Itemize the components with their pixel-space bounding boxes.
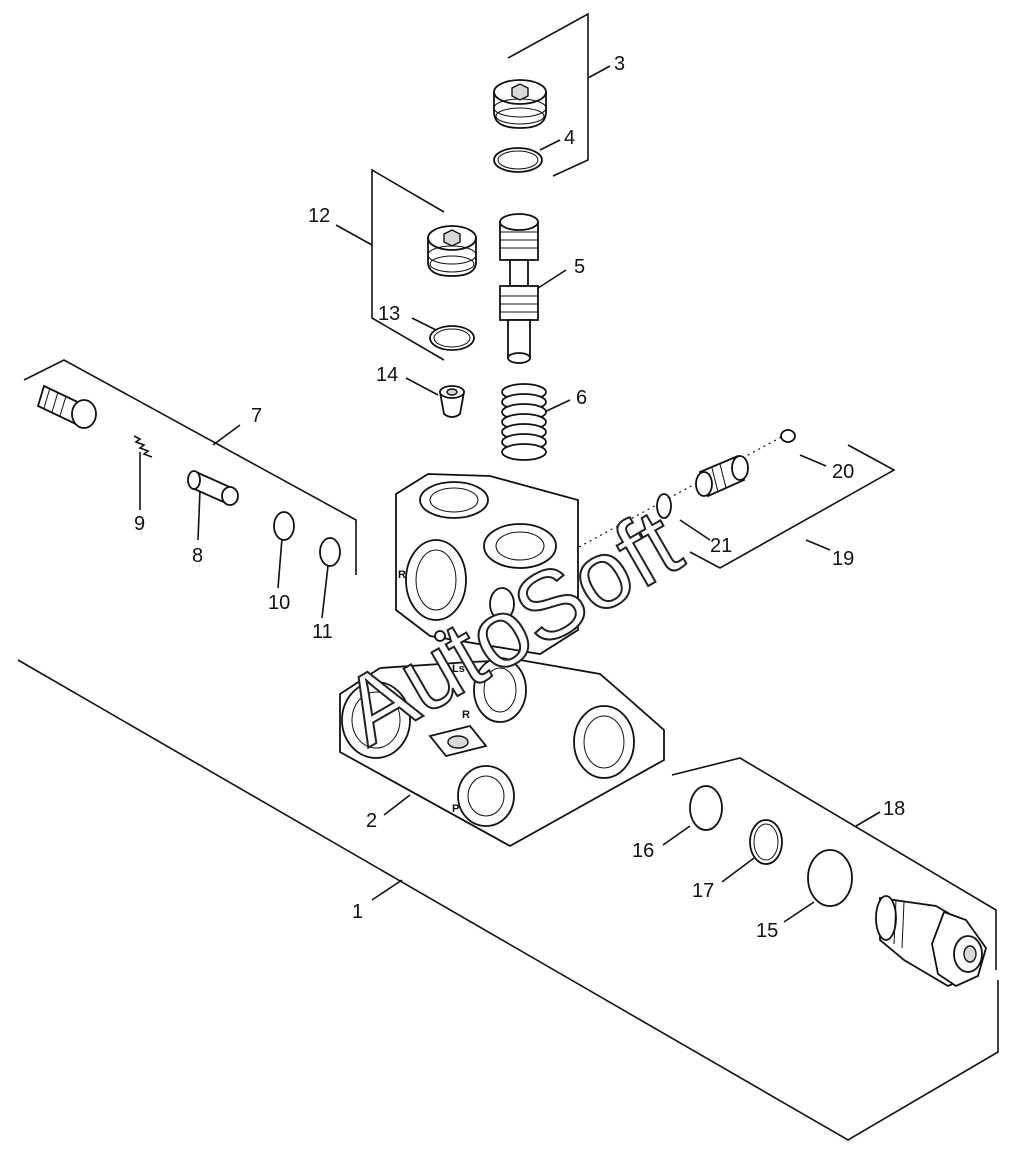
callout-1: 1 — [352, 901, 363, 923]
callout-21: 21 — [710, 535, 732, 557]
leader-lines — [139, 65, 881, 923]
plug-part-12 — [427, 225, 477, 277]
callout-4: 4 — [564, 127, 575, 149]
group-bracket-3 — [507, 12, 589, 177]
callout-18: 18 — [883, 798, 905, 820]
group-bracket-1 — [17, 659, 999, 1141]
callout-3: 3 — [614, 53, 625, 75]
ring-part-21 — [656, 493, 672, 519]
callout-16: 16 — [632, 840, 654, 862]
poppet-part-8 — [187, 470, 239, 506]
fitting-part-19 — [695, 454, 749, 498]
callout-13: 13 — [378, 303, 400, 325]
housing-part-7 — [36, 384, 97, 429]
ring-part-10 — [273, 511, 295, 541]
spool-part-5 — [499, 213, 539, 364]
callout-8: 8 — [192, 545, 203, 567]
ring-part-20 — [780, 429, 796, 443]
callout-20: 20 — [832, 461, 854, 483]
port-label-ls: Ls — [452, 663, 465, 675]
port-label-r: R — [462, 709, 470, 721]
callout-10: 10 — [268, 592, 290, 614]
callout-9: 9 — [134, 513, 145, 535]
callout-15: 15 — [756, 920, 778, 942]
group-bracket-7 — [23, 359, 357, 575]
orifice-part-14 — [438, 385, 466, 418]
relief-valve-part-18 — [875, 895, 987, 988]
callout-7: 7 — [251, 405, 262, 427]
callout-11: 11 — [312, 621, 333, 643]
spring-part-9 — [133, 435, 153, 458]
callout-14: 14 — [376, 364, 398, 386]
group-bracket-19 — [689, 444, 896, 569]
callout-12: 12 — [308, 205, 330, 227]
callout-6: 6 — [576, 387, 587, 409]
callout-17: 17 — [692, 880, 714, 902]
spring-part-6 — [501, 383, 547, 461]
o-ring-part-4 — [493, 147, 543, 173]
callout-19: 19 — [832, 548, 854, 570]
group-bracket-12 — [371, 168, 445, 361]
ring-part-16 — [689, 785, 723, 831]
port-label-left: R — [398, 569, 406, 581]
ring-part-11 — [319, 537, 341, 567]
callout-2: 2 — [366, 810, 377, 832]
group-bracket-18 — [671, 757, 997, 970]
ring-part-17 — [749, 819, 783, 865]
port-label-p: P — [452, 803, 459, 815]
plug-part-3 — [493, 79, 547, 129]
o-ring-part-13 — [429, 325, 475, 351]
ring-part-15 — [807, 849, 853, 907]
valve-body-part-2 — [339, 473, 665, 848]
callout-5: 5 — [574, 256, 585, 278]
